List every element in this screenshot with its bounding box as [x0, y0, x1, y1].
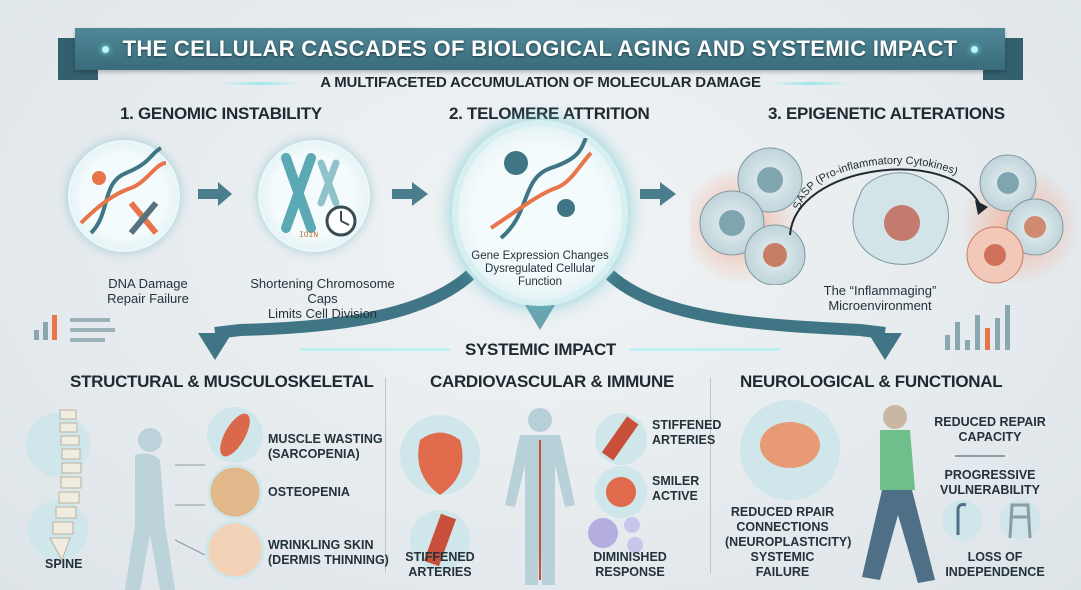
label-line: CAPACITY: [958, 430, 1022, 444]
label-line: RESPONSE: [595, 565, 665, 579]
osteopenia-label: OSTEOPENIA: [268, 485, 350, 499]
subtitle: A MULTIFACETED ACCUMULATION OF MOLECULAR…: [320, 74, 761, 91]
stage-2-caption: Shortening Chromosome Caps Limits Cell D…: [235, 276, 410, 321]
artery-icon: [601, 416, 639, 461]
label-line: REDUCED RPAIR: [730, 505, 835, 519]
label-line: ARTERIES: [408, 565, 472, 579]
caption-line: DNA Damage: [108, 276, 188, 291]
glow-line: [220, 82, 300, 85]
label-line: ACTIVE: [652, 489, 698, 503]
systemic-impact-heading: SYSTEMIC IMPACT: [464, 340, 617, 359]
immune-cell-icon: [588, 518, 618, 548]
panel-divider: [385, 378, 386, 573]
neuro-heading: NEUROLOGICAL & FUNCTIONAL: [740, 372, 1003, 391]
systemic-illustrations: [26, 400, 1040, 590]
caption-line: Repair Failure: [107, 291, 189, 306]
arrow-to-neuro: [605, 270, 886, 339]
label-line: INDEPENDENCE: [945, 565, 1045, 579]
label-line: (NEUROPLASTICITY): [725, 535, 852, 549]
heart-icon: [606, 477, 636, 507]
aging-body-figure: [125, 428, 175, 590]
label-line: SMILER: [652, 474, 700, 488]
caption-line: Gene Expression Changes: [471, 250, 609, 262]
title-banner: THE CELLULAR CASCADES OF BIOLOGICAL AGIN…: [75, 28, 1005, 70]
arrow-3-4: [640, 189, 662, 199]
banner-dot: [971, 45, 979, 53]
stage-1-caption: DNA Damage Repair Failure: [88, 276, 208, 306]
arrow-to-systemic: [525, 305, 555, 330]
label-line: STIFFENED: [652, 418, 722, 432]
walker-icon: [1008, 503, 1032, 539]
caption-line: Dysregulated Cellular: [485, 263, 595, 275]
bone-icon: [207, 464, 263, 520]
label-line: REDUCED REPAIR: [934, 415, 1046, 429]
page-title: THE CELLULAR CASCADES OF BIOLOGICAL AGIN…: [122, 36, 958, 61]
label-line: (SARCOPENIA): [268, 447, 360, 461]
caption-line: Shortening Chromosome Caps: [250, 276, 395, 306]
label-line: ARTERIES: [652, 433, 716, 447]
spine-illustration: [26, 409, 90, 562]
label-line: CONNECTIONS: [736, 520, 829, 534]
panel-divider: [710, 378, 711, 573]
arrow-to-structural: [214, 270, 475, 339]
heart-icon: [418, 432, 463, 495]
spine-label: SPINE: [45, 557, 83, 571]
label-line: FAILURE: [755, 565, 810, 579]
gene-expression-illustration: Gene Expression Changes Dysregulated Cel…: [452, 120, 628, 306]
caption-line: The “Inflammaging”: [823, 283, 937, 298]
stage-1-heading: 1. GENOMIC INSTABILITY: [120, 104, 322, 123]
label-line: SYSTEMIC: [750, 550, 815, 564]
label-line: LOSS OF: [967, 550, 1023, 564]
banner-dot: [101, 45, 109, 53]
inflammaging-cells-illustration: SASP (Pro-inflammatory Cytokines): [690, 147, 1080, 285]
muscle-wasting-label: MUSCLE WASTING(SARCOPENIA): [268, 432, 383, 462]
caption-line: Limits Cell Division: [267, 306, 378, 321]
muscle-icon: [220, 413, 250, 457]
caption-line: Microenvironment: [828, 298, 932, 313]
brain-icon: [760, 422, 820, 468]
wrinkling-skin-label: WRINKLING SKIN(DERMIS THINNING): [268, 538, 389, 568]
label-line: VULNERABILITY: [940, 483, 1040, 497]
cardio-heading: CARDIOVASCULAR & IMMUNE: [430, 372, 674, 391]
stage-3-heading: 3. EPIGENETIC ALTERATIONS: [768, 104, 1005, 123]
label-line: WRINKLING SKIN: [268, 538, 374, 552]
caption-line: Function: [517, 276, 563, 288]
chromosome-tag: IOIN: [299, 231, 319, 240]
structural-heading: STRUCTURAL & MUSCULOSKELETAL: [70, 372, 374, 391]
stage-2-heading: 2. TELOMERE ATTRITION: [449, 104, 650, 123]
artery-icon: [423, 513, 457, 567]
arrow-1-2: [198, 189, 220, 199]
stage-3-caption: The “Inflammaging” Microenvironment: [810, 283, 950, 313]
arrow-2-3: [392, 189, 414, 199]
label-line: DIMINISHED: [593, 550, 667, 564]
skin-icon: [205, 520, 265, 580]
label-line: (DERMIS THINNING): [268, 553, 389, 567]
telomere-illustration: IOIN: [258, 140, 370, 252]
label-line: MUSCLE WASTING: [268, 432, 383, 446]
dna-damage-illustration: [68, 140, 180, 252]
label-line: STIFFENED: [405, 550, 475, 564]
label-line: PROGRESSIVE: [944, 468, 1036, 482]
walking-elderly-figure: [862, 405, 935, 583]
cane-icon: [956, 503, 967, 535]
glow-line: [770, 82, 850, 85]
